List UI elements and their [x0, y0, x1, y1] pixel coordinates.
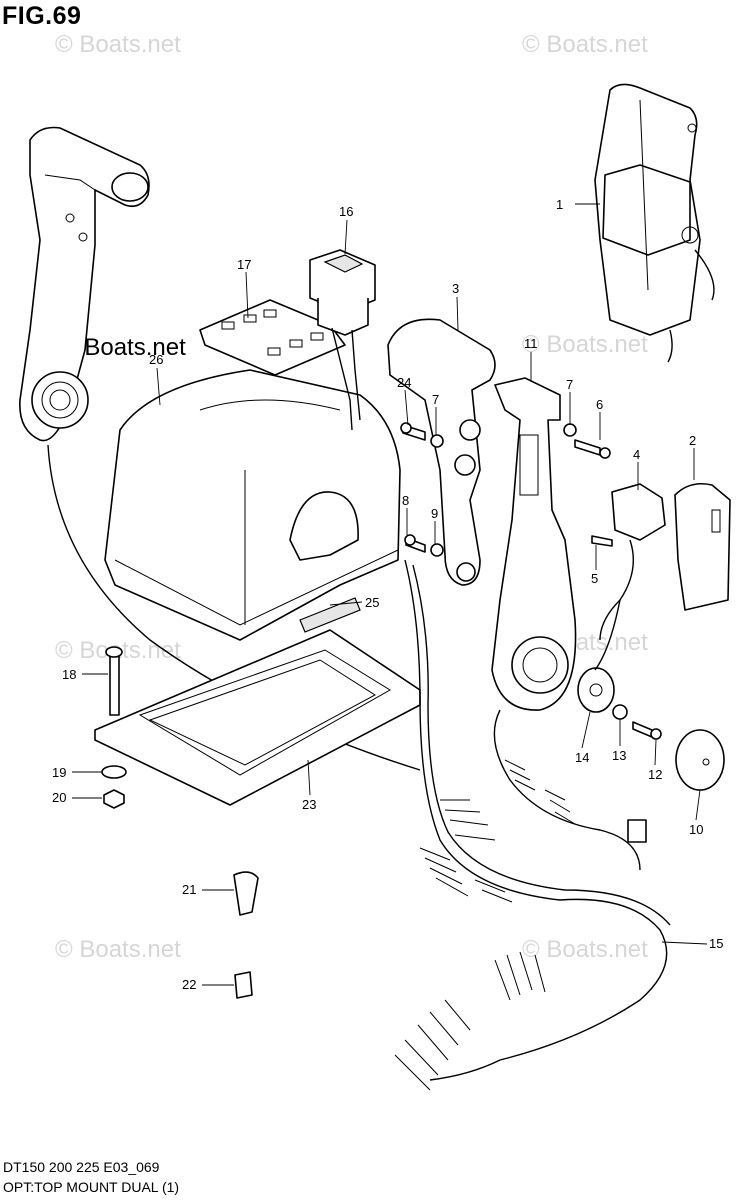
figure-title: FIG.69: [2, 2, 82, 30]
control-box-housing: [104, 369, 401, 641]
callout-22: 22: [182, 977, 196, 992]
watermark: © Boats.net: [522, 936, 648, 963]
callout-25: 25: [365, 595, 379, 610]
model-code: DT150 200 225 E03_069: [3, 1159, 160, 1175]
fasteners: [400, 422, 611, 557]
watermark: © Boats.net: [55, 31, 181, 58]
figure-description: OPT:TOP MOUNT DUAL (1): [3, 1179, 180, 1195]
callout-14: 14: [575, 750, 589, 765]
callout-16: 16: [339, 204, 353, 219]
mounting-hardware: [101, 646, 127, 809]
callout-1: 1: [556, 197, 563, 212]
callout-5: 5: [591, 571, 598, 586]
switch-plate: [199, 299, 346, 376]
rocker-switch: [309, 249, 376, 431]
grommet: [233, 871, 259, 916]
callout-6: 6: [596, 397, 603, 412]
leader-lines: [72, 203, 708, 986]
lever-bracket: [387, 318, 496, 586]
clip: [234, 971, 253, 999]
lever-fasteners-right: [577, 667, 725, 791]
wire-harness: [394, 559, 671, 1091]
callout-21: 21: [182, 882, 196, 897]
callout-23: 23: [302, 797, 316, 812]
callout-10: 10: [689, 822, 703, 837]
callout-labels: 1 2 3 4 5 6 7 7 8 9 10 11 12 13 14 15 16…: [52, 197, 723, 992]
callout-26: 26: [149, 352, 163, 367]
callout-24: 24: [397, 375, 411, 390]
callout-12: 12: [648, 767, 662, 782]
top-mount-control-unit: [594, 83, 715, 363]
callout-4: 4: [633, 447, 640, 462]
callout-18: 18: [62, 667, 76, 682]
neutral-switch: [599, 483, 666, 641]
callout-7b: 7: [432, 392, 439, 407]
callout-17: 17: [237, 257, 251, 272]
screw: [591, 535, 613, 547]
callout-9: 9: [431, 506, 438, 521]
callout-15: 15: [709, 936, 723, 951]
watermark: © Boats.net: [55, 936, 181, 963]
callout-2: 2: [689, 433, 696, 448]
watermark: © Boats.net: [522, 31, 648, 58]
callout-13: 13: [612, 748, 626, 763]
watermark: © Boats.net: [522, 331, 648, 358]
callout-20: 20: [52, 790, 66, 805]
watermark-layer: © Boats.net © Boats.net © Boats.net © Bo…: [55, 31, 648, 963]
callout-3: 3: [452, 281, 459, 296]
callout-7: 7: [566, 377, 573, 392]
callout-11: 11: [524, 336, 538, 351]
left-control-lever: [19, 126, 150, 442]
callout-8: 8: [402, 493, 409, 508]
right-control-lever: [491, 377, 577, 711]
side-cover: [674, 482, 731, 611]
callout-19: 19: [52, 765, 66, 780]
